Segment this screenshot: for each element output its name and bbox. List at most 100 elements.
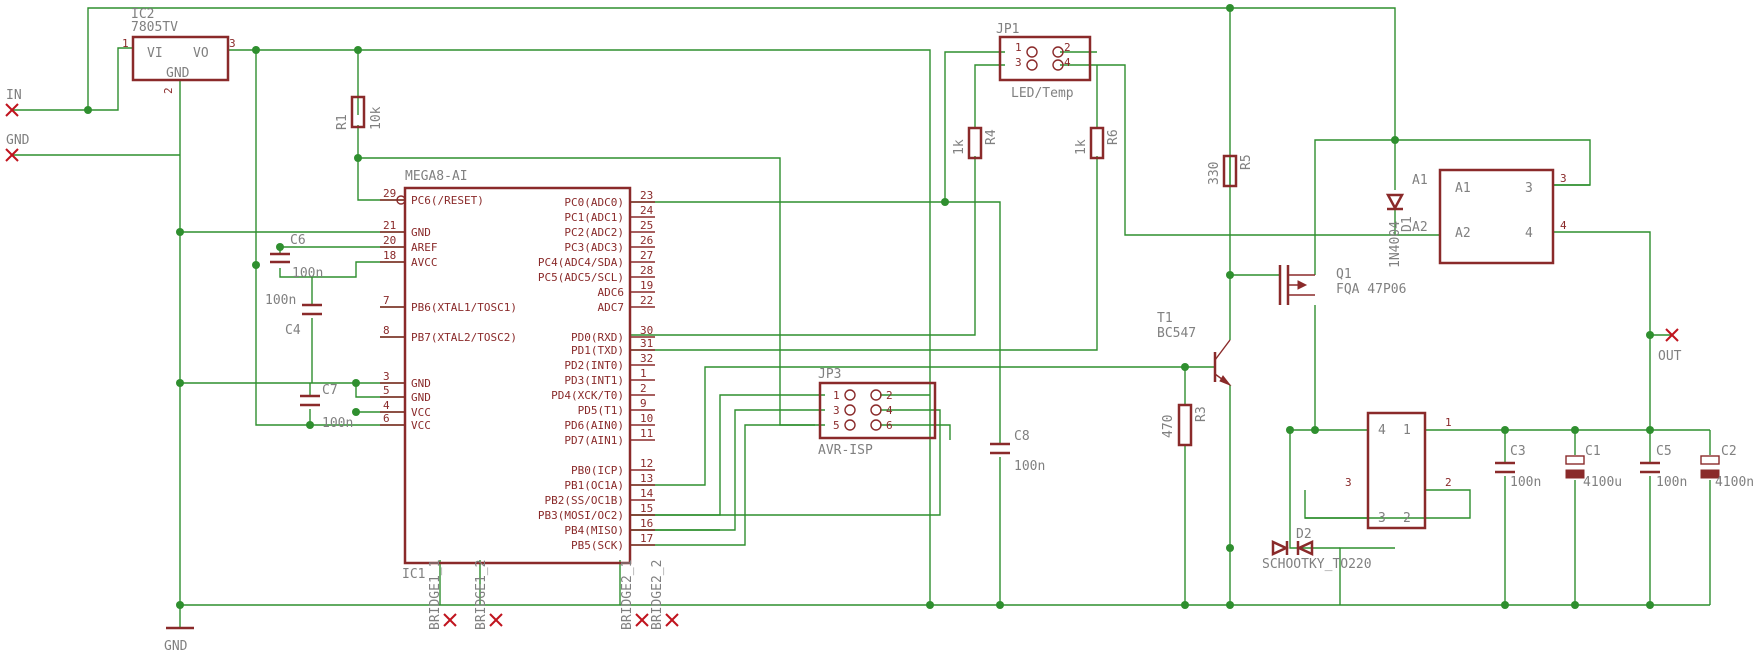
ic1-left-pin-number: 7 — [383, 294, 390, 307]
junctions — [84, 4, 1654, 609]
ic2-gnd-label: GND — [166, 66, 190, 81]
ic1-right-pin-number: 31 — [640, 337, 653, 350]
d2-value: SCHOOTKY_TO220 — [1262, 557, 1372, 572]
ic1-right-pin-name: PC2(ADC2) — [564, 226, 624, 239]
ic1-left-pin-name: VCC — [411, 406, 431, 419]
bridge2-1-label: BRIDGE2_1 — [620, 560, 635, 630]
port-gnd-top: GND — [5, 133, 30, 162]
ic2-vo-label: VO — [193, 46, 209, 61]
bridge-rectifier: 4 1 3 2 1 2 3 — [1345, 411, 1452, 530]
jp3-pin5: 5 — [833, 419, 840, 432]
jp1-pin3: 3 — [1015, 56, 1022, 69]
c1-capacitor: C1 4100u — [1565, 444, 1622, 490]
ic1-right-pin-number: 23 — [640, 189, 653, 202]
wires — [12, 7, 1711, 628]
q1-value: FQA 47P06 — [1336, 282, 1406, 297]
ic1-left-pin-number: 5 — [383, 384, 390, 397]
ic1-right-pin-number: 14 — [640, 487, 654, 500]
r5-ref: R5 — [1239, 154, 1254, 170]
d1-value: 1N4004 — [1388, 221, 1403, 268]
ssr-out-pin4: 4 — [1560, 219, 1567, 232]
jp1-value: LED/Temp — [1011, 86, 1074, 101]
port-out: OUT — [1658, 328, 1682, 364]
ic1-right-pin-number: 28 — [640, 264, 653, 277]
d2-schottky: D2 SCHOOTKY_TO220 — [1262, 527, 1372, 572]
r6-ref: R6 — [1106, 129, 1121, 145]
r4-value: 1k — [952, 139, 967, 155]
jp3-pin3: 3 — [833, 404, 840, 417]
r5-resistor: 330 R5 — [1207, 154, 1254, 188]
jp1-pin1: 1 — [1015, 41, 1022, 54]
ic1-left-pin-name: PB7(XTAL2/TOSC2) — [411, 331, 517, 344]
jp3-pin2: 2 — [886, 389, 893, 402]
ic1-right-pin-number: 30 — [640, 324, 653, 337]
c8-capacitor: C8 100n — [990, 429, 1045, 474]
jp3-pin6: 6 — [886, 419, 893, 432]
ic1-right-pin-name: PC5(ADC5/SCL) — [538, 271, 624, 284]
bridge-out-pin1: 1 — [1445, 416, 1452, 429]
ic1-right-pin-number: 32 — [640, 352, 653, 365]
ic1-left-pin-number: 8 — [383, 324, 390, 337]
port-gnd-top-label: GND — [6, 133, 30, 148]
c1-ref: C1 — [1585, 444, 1601, 459]
jp1-ref: JP1 — [996, 22, 1019, 37]
r6-value: 1k — [1074, 139, 1089, 155]
ic2-pin1: 1 — [122, 37, 129, 50]
jp3-pin4: 4 — [886, 404, 893, 417]
ic1-right-pin-number: 22 — [640, 294, 653, 307]
ic1-right-pin-name: PD2(INT0) — [564, 359, 624, 372]
ic2-vi-label: VI — [147, 46, 163, 61]
ic1-right-pin-name: PB2(SS/OC1B) — [545, 494, 624, 507]
ic1-right-pin-number: 1 — [640, 367, 647, 380]
ssr-out-pin3: 3 — [1560, 172, 1567, 185]
ic1-right-pin-name: PD1(TXD) — [571, 344, 624, 357]
c1-value: 4100u — [1583, 475, 1622, 490]
q1-mosfet: Q1 FQA 47P06 — [1278, 265, 1406, 305]
ic1-left-pin-number: 29 — [383, 187, 396, 200]
r4-ref: R4 — [984, 129, 999, 145]
ic1-right-pin-name: PB3(MOSI/OC2) — [538, 509, 624, 522]
ic1-right-pin-number: 11 — [640, 427, 653, 440]
ic1-left-pin-name: VCC — [411, 419, 431, 432]
ssr-a2: A2 — [1455, 226, 1471, 241]
ssr-p3: 3 — [1525, 181, 1533, 196]
ic1-right-pin-name: PC4(ADC4/SDA) — [538, 256, 624, 269]
r3-value: 470 — [1161, 415, 1176, 438]
ic2-pin2: 2 — [162, 87, 175, 94]
ic2-regulator: IC2 7805TV VI VO GND 1 3 2 — [122, 7, 236, 94]
ic1-left-pin-name: PB6(XTAL1/TOSC1) — [411, 301, 517, 314]
r1-ref: R1 — [335, 114, 350, 130]
ic1-mega8: MEGA8-AI IC1 29PC6(/RESET)21GND20AREF18A… — [380, 169, 655, 582]
t1-ref: T1 — [1157, 311, 1173, 326]
ic1-left-pin-name: AVCC — [411, 256, 438, 269]
ic1-right-pin-number: 10 — [640, 412, 653, 425]
ic1-right-pin-number: 13 — [640, 472, 653, 485]
ic1-left-pin-number: 3 — [383, 370, 390, 383]
ssr-p4: 4 — [1525, 226, 1533, 241]
ic1-right-pin-number: 9 — [640, 397, 647, 410]
ic1-right-pin-number: 24 — [640, 204, 654, 217]
ssr-a2-net: A2 — [1412, 220, 1428, 235]
bridge2-2-label: BRIDGE2_2 — [650, 560, 665, 630]
t1-transistor: T1 BC547 — [1157, 311, 1232, 387]
c6-value: 100n — [292, 266, 323, 281]
c4-capacitor: 100n C4 — [265, 293, 322, 338]
ic1-left-pin-name: GND — [411, 391, 431, 404]
ic1-left-pins: 29PC6(/RESET)21GND20AREF18AVCC7PB6(XTAL1… — [380, 187, 517, 432]
ic1-right-pin-number: 17 — [640, 532, 653, 545]
r6-resistor: 1k R6 — [1074, 126, 1121, 160]
c7-value: 100n — [322, 416, 353, 431]
r1-resistor: R1 10k — [335, 95, 384, 130]
c3-capacitor: C3 100n — [1495, 444, 1541, 490]
d1-diode: 1N4004 D1 — [1385, 193, 1415, 268]
c8-value: 100n — [1014, 459, 1045, 474]
ic1-right-pin-name: PB5(SCK) — [571, 539, 624, 552]
ic1-right-pin-name: PD0(RXD) — [571, 331, 624, 344]
ic1-left-pin-number: 18 — [383, 249, 396, 262]
c2-ref: C2 — [1721, 444, 1737, 459]
ic1-right-pin-name: ADC7 — [598, 301, 625, 314]
ic1-left-pin-number: 21 — [383, 219, 396, 232]
c5-value: 100n — [1656, 475, 1687, 490]
ic1-right-pin-name: PC3(ADC3) — [564, 241, 624, 254]
jp3-ref: JP3 — [818, 367, 841, 382]
